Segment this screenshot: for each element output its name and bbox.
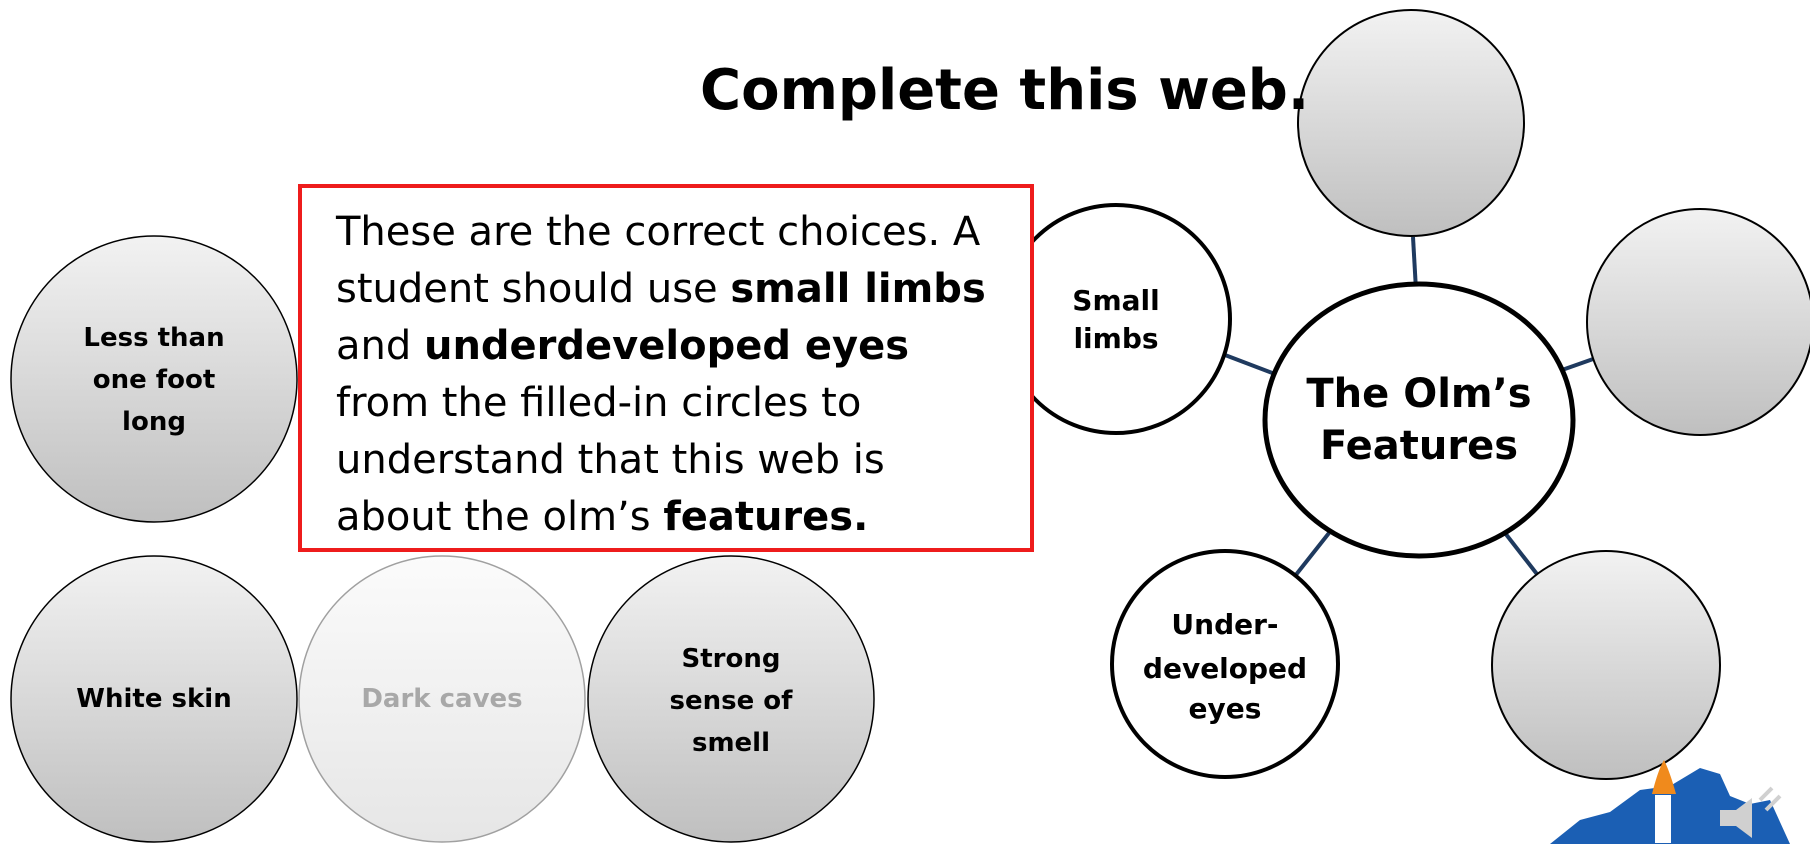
small-limbs-line2: limbs [1073,322,1159,355]
choice-line: long [122,407,186,437]
virginia-torch-logo [1550,760,1790,844]
speaker-icon [1720,798,1752,838]
center-label-line1: The Olm’s [1306,371,1532,417]
underdeveloped-line3: eyes [1188,692,1262,725]
torch-handle [1653,793,1673,844]
connector-line [1224,353,1276,376]
choice-line: smell [691,728,771,758]
sound-wave [1758,786,1782,812]
callout-text: and [336,323,424,369]
connector-line [1503,531,1542,580]
empty-web-circle-bottom-right[interactable] [1491,550,1721,780]
choice-circle-white-skin[interactable] [10,555,298,843]
empty-web-circle-right[interactable] [1586,208,1810,436]
choice-line: Strong [681,644,781,674]
underdeveloped-eyes-label: Under- developed eyes [1125,600,1325,730]
torch-flame [1652,760,1676,794]
connector-line [1293,531,1331,578]
center-ellipse [1262,281,1576,559]
small-limbs-line1: Small [1072,284,1160,317]
page-title: Complete this web. [700,58,1310,123]
empty-web-circle-top[interactable] [1297,9,1525,237]
callout-text: from the filled-in circles to understand… [336,380,885,540]
choice-label-strong-smell: Strong sense of smell [611,636,851,766]
connector-line [1561,356,1597,372]
callout-bold-small-limbs: small limbs [730,266,986,312]
underdeveloped-line1: Under- [1171,608,1279,641]
choice-line: Less than [83,323,225,353]
connector-line [1411,236,1418,291]
choice-circle-dark-caves[interactable] [298,555,586,843]
choice-line: sense of [669,686,793,716]
choice-circle-strong-smell[interactable] [587,555,875,843]
callout-bold-underdeveloped-eyes: underdeveloped eyes [423,323,910,369]
choice-label-less-than-one-foot: Less than one foot long [34,315,274,445]
underdeveloped-line2: developed [1142,652,1308,685]
choice-circle-less-than-one-foot[interactable] [10,235,298,523]
center-label-line2: Features [1319,423,1519,469]
explanation-callout: These are the correct choices. A student… [298,184,1034,552]
callout-bold-features: features. [663,494,869,540]
choice-label-white-skin: White skin [76,684,232,714]
choice-label-dark-caves: Dark caves [361,684,523,714]
small-limbs-label: Small limbs [1030,280,1202,360]
choice-line: one foot [92,365,216,395]
center-label: The Olm’s Features [1265,340,1573,500]
underdeveloped-eyes-circle [1110,549,1340,779]
callout-text: These are the correct choices. A student… [336,209,981,312]
